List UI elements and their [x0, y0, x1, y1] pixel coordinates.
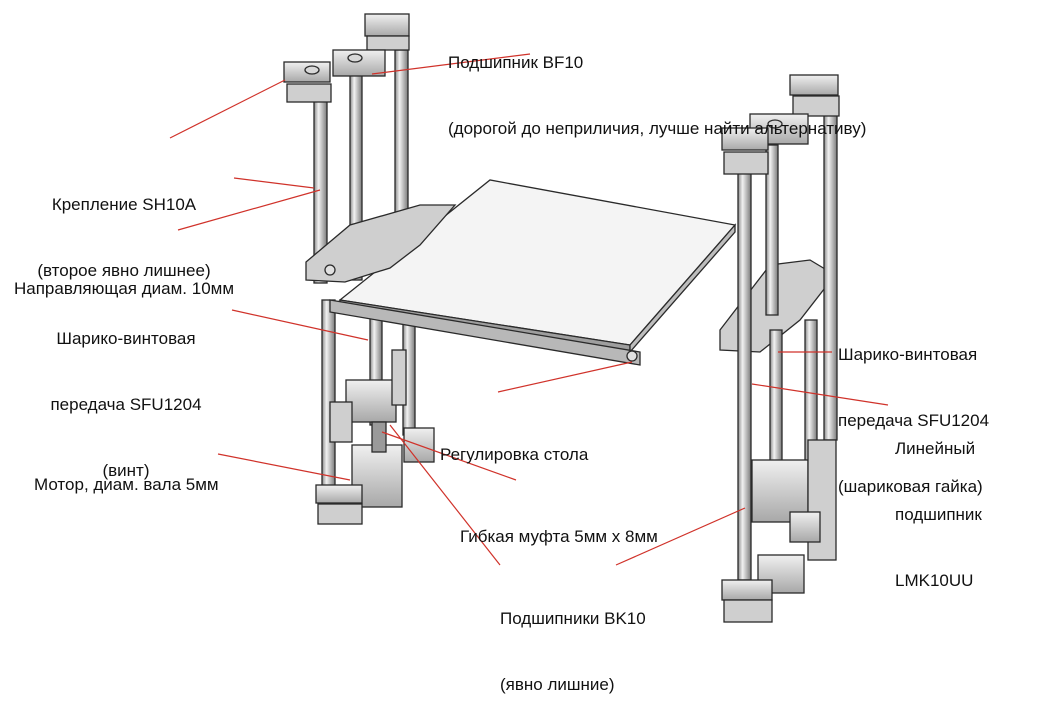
crossbar: [329, 299, 641, 366]
label-bf10-note: (дорогой до неприличия, лучше найти альт…: [448, 119, 867, 138]
label-screw-right-line2: передача SFU1204: [838, 411, 990, 430]
label-linear-bearing-line2: подшипник: [895, 505, 982, 524]
motor-left: [329, 349, 435, 508]
label-table-adjust-title: Регулировка стола: [440, 445, 589, 464]
leader-linear: [751, 383, 889, 406]
label-bf10: Подшипник BF10 (дорогой до неприличия, л…: [448, 8, 866, 162]
guide-rod: [321, 299, 336, 491]
leader-sh10a-2: [233, 177, 315, 189]
sh10a-mount: [721, 127, 769, 175]
label-linear-bearing-line3: LMK10UU: [895, 571, 974, 590]
label-motor-title: Мотор, диам. вала 5мм: [34, 475, 219, 494]
carriage-plate-left: [305, 204, 457, 283]
label-screw-left-line2: передача SFU1204: [50, 395, 202, 414]
sh10a-mount: [283, 61, 332, 103]
label-screw-left-line1: Шарико-винтовая: [56, 329, 196, 348]
right-tower: [721, 74, 840, 623]
leader-bk10-1: [389, 424, 501, 566]
label-screw-right-line1: Шарико-винтовая: [838, 345, 978, 364]
table: [305, 179, 836, 366]
guide-rod: [765, 144, 779, 316]
diagram-canvas: Подшипник BF10 (дорогой до неприличия, л…: [14, 8, 989, 694]
label-guide: Направляющая диам. 10мм: [14, 234, 234, 322]
label-screw-right-line3: (шариковая гайка): [838, 477, 983, 496]
label-bk10-title: Подшипники BK10: [500, 609, 646, 628]
label-motor: Мотор, диам. вала 5мм: [34, 430, 219, 518]
label-sh10a-title: Крепление SH10A: [51, 195, 197, 214]
leader-sh10a-1: [169, 79, 286, 139]
label-linear-bearing: Линейный подшипник LMK10UU: [895, 394, 982, 614]
label-linear-bearing-line1: Линейный: [895, 439, 976, 458]
leader-screw-left: [231, 309, 369, 341]
sh10a-mount: [332, 49, 386, 77]
sh10a-mount-bottom: [315, 484, 363, 525]
leader-guide: [177, 189, 321, 231]
label-bf10-title: Подшипник BF10: [448, 53, 584, 72]
leader-lines: [169, 53, 889, 566]
label-screw-left: Шарико-винтовая передача SFU1204 (винт): [20, 284, 232, 504]
bf10-bearing-block: [789, 74, 840, 117]
machine-drawing: [169, 13, 889, 623]
label-bk10-note: (явно лишние): [500, 675, 615, 694]
bf10-bearing-block: [364, 13, 410, 51]
label-coupling-title: Гибкая муфта 5мм х 8мм: [460, 527, 658, 546]
leader-motor: [217, 453, 351, 481]
label-bk10: Подшипники BK10 (явно лишние): [500, 564, 646, 718]
label-screw-right: Шарико-винтовая передача SFU1204 (шарико…: [838, 300, 989, 520]
leader-bf10: [371, 53, 531, 75]
label-guide-title: Направляющая диам. 10мм: [14, 279, 235, 298]
label-coupling: Гибкая муфта 5мм х 8мм: [460, 482, 658, 570]
label-sh10a: Крепление SH10A (второе явно лишнее): [14, 150, 234, 304]
left-tower: [283, 13, 435, 525]
motor-right: [751, 439, 837, 594]
sh10a-mount-bottom: [721, 579, 773, 623]
label-sh10a-note: (второе явно лишнее): [37, 261, 211, 280]
guide-rod: [737, 169, 752, 581]
leader-table: [497, 361, 633, 393]
leader-bk10-2: [615, 507, 746, 566]
label-screw-left-line3: (винт): [102, 461, 150, 480]
label-table-adjust: Регулировка стола: [440, 400, 588, 488]
leader-coupling: [381, 431, 517, 481]
